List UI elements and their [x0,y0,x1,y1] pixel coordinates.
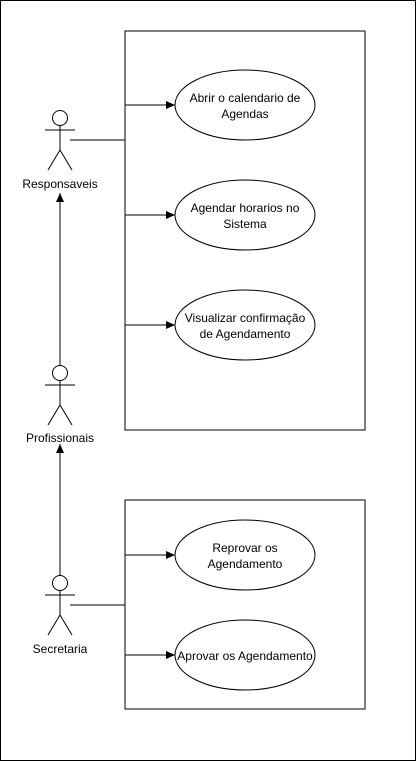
use-case-label: Reprovar os [212,541,277,555]
use-case-label: Visualizar confirmação [185,311,306,325]
association-secretaria [70,551,175,659]
use-case-visualizar-confirmacao [174,289,316,361]
actor-label-secretaria: Secretaria [33,642,88,656]
use-case-label: Agendar horarios no [191,201,300,215]
use-case-label: Agendas [221,107,268,121]
actor-label-profissionais: Profissionais [26,431,94,445]
use-case-aprovar-agendamento [174,619,316,691]
use-case-label: Agendamento [208,557,283,571]
use-case-label: Sistema [223,217,267,231]
use-case-abrir-calendario [174,69,316,141]
use-case-agendar-horarios [174,179,316,251]
use-case-reprovar-agendamento [174,519,316,591]
use-case-label: de Agendamento [200,327,291,341]
actor-profissionais [45,365,75,426]
actor-secretaria [45,575,75,636]
use-case-label: Aprovar os Agendamento [177,649,313,663]
association-responsaveis [70,101,175,329]
actor-responsaveis [45,110,75,171]
actor-label-responsaveis: Responsaveis [22,177,97,191]
use-case-label: Abrir o calendario de [190,91,301,105]
